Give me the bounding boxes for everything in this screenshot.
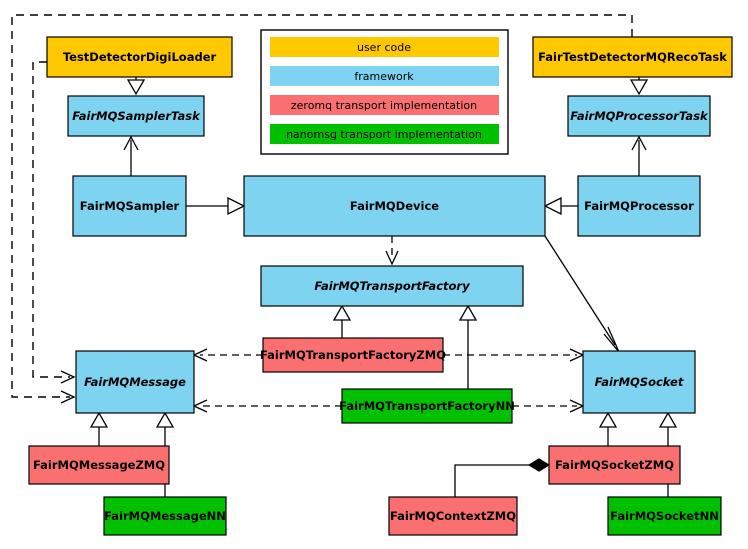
class-label-FairMQTransportFactory: FairMQTransportFactory <box>314 279 470 293</box>
legend-swatch-nanomsg <box>270 124 499 144</box>
class-node-FairTestDetectorMQRecoTask[interactable]: FairTestDetectorMQRecoTask <box>532 36 733 78</box>
legend: user code framework zeromq transport imp… <box>260 29 509 155</box>
class-label-FairMQTransportFactoryNN: FairMQTransportFactoryNN <box>339 399 515 413</box>
class-label-FairMQSocketZMQ: FairMQSocketZMQ <box>555 458 674 472</box>
class-box-FairMQMessageZMQ[interactable] <box>28 445 170 485</box>
class-label-FairMQSamplerTask: FairMQSamplerTask <box>72 109 201 123</box>
legend-swatch-user-code <box>270 37 499 57</box>
class-box-FairMQSocketZMQ[interactable] <box>548 445 681 485</box>
class-label-FairMQMessageZMQ: FairMQMessageZMQ <box>33 458 165 472</box>
class-label-FairMQSocketNN: FairMQSocketNN <box>610 509 719 523</box>
class-box-FairMQMessageNN[interactable] <box>103 496 227 536</box>
class-box-FairMQMessage[interactable] <box>75 350 195 414</box>
edge-processor-device <box>543 196 578 216</box>
class-box-FairMQProcessorTask[interactable] <box>567 95 711 137</box>
legend-item-nanomsg: nanomsg transport implementation <box>270 124 499 144</box>
edge-device-transportfactory <box>385 236 399 266</box>
class-label-FairTestDetectorMQRecoTask: FairTestDetectorMQRecoTask <box>538 50 727 64</box>
edge-sampler-device <box>186 196 246 216</box>
legend-label-framework: framework <box>354 70 414 83</box>
class-node-FairMQTransportFactoryNN[interactable]: FairMQTransportFactoryNN <box>339 388 515 424</box>
class-label-FairMQProcessorTask: FairMQProcessorTask <box>570 109 709 123</box>
legend-label-nanomsg: nanomsg transport implementation <box>286 128 482 141</box>
class-box-FairMQDevice[interactable] <box>243 175 546 237</box>
class-label-FairMQSampler: FairMQSampler <box>80 199 180 213</box>
class-label-FairMQDevice: FairMQDevice <box>350 199 439 213</box>
class-box-FairMQSocketNN[interactable] <box>607 496 722 536</box>
legend-label-zeromq: zeromq transport implementation <box>291 99 477 112</box>
edge-socketzmq-socket <box>598 411 618 446</box>
class-node-FairMQSamplerTask[interactable]: FairMQSamplerTask <box>67 95 205 137</box>
legend-item-zeromq: zeromq transport implementation <box>270 95 499 115</box>
class-node-FairMQSampler[interactable]: FairMQSampler <box>72 175 187 237</box>
class-label-FairMQMessage: FairMQMessage <box>84 375 186 389</box>
class-label-FairMQProcessor: FairMQProcessor <box>584 199 694 213</box>
class-box-FairMQTransportFactoryNN[interactable] <box>341 388 513 424</box>
class-label-FairMQContextZMQ: FairMQContextZMQ <box>390 509 516 523</box>
legend-item-framework: framework <box>270 66 499 86</box>
class-node-FairMQSocket[interactable]: FairMQSocket <box>582 350 696 414</box>
class-box-FairMQSocket[interactable] <box>582 350 696 414</box>
class-node-FairMQSocketNN[interactable]: FairMQSocketNN <box>607 496 722 536</box>
class-box-FairMQContextZMQ[interactable] <box>388 496 518 536</box>
class-node-FairMQProcessor[interactable]: FairMQProcessor <box>577 175 701 237</box>
legend-item-user-code: user code <box>270 37 499 57</box>
class-box-FairMQTransportFactory[interactable] <box>260 265 524 307</box>
class-node-FairMQContextZMQ[interactable]: FairMQContextZMQ <box>388 496 518 536</box>
class-nodes: TestDetectorDigiLoader FairTestDetectorMQ… <box>28 36 733 536</box>
class-label-FairMQTransportFactoryZMQ: FairMQTransportFactoryZMQ <box>260 348 446 362</box>
class-node-FairMQMessageZMQ[interactable]: FairMQMessageZMQ <box>28 445 170 485</box>
class-box-FairMQSamplerTask[interactable] <box>67 95 205 137</box>
class-label-FairMQSocket: FairMQSocket <box>595 375 684 389</box>
legend-label-user-code: user code <box>357 41 411 54</box>
class-node-FairMQSocketZMQ[interactable]: FairMQSocketZMQ <box>548 445 681 485</box>
class-box-TestDetectorDigiLoader[interactable] <box>46 36 233 78</box>
class-node-FairMQTransportFactoryZMQ[interactable]: FairMQTransportFactoryZMQ <box>260 337 446 373</box>
class-node-FairMQMessageNN[interactable]: FairMQMessageNN <box>103 496 227 536</box>
legend-swatch-zeromq <box>270 95 499 115</box>
class-label-TestDetectorDigiLoader: TestDetectorDigiLoader <box>63 50 217 64</box>
class-node-FairMQMessage[interactable]: FairMQMessage <box>75 350 195 414</box>
class-box-FairMQProcessor[interactable] <box>577 175 701 237</box>
edge-messagezmq-message <box>89 411 109 446</box>
edge-recotask-to-message <box>11 14 633 404</box>
class-node-TestDetectorDigiLoader[interactable]: TestDetectorDigiLoader <box>46 36 233 78</box>
legend-swatch-framework <box>270 66 499 86</box>
edge-processor-processortask <box>631 135 647 176</box>
class-node-FairMQTransportFactory[interactable]: FairMQTransportFactory <box>260 265 524 307</box>
class-box-FairMQSampler[interactable] <box>72 175 187 237</box>
class-box-FairTestDetectorMQRecoTask[interactable] <box>532 36 733 78</box>
class-node-FairMQDevice[interactable]: FairMQDevice <box>243 175 546 237</box>
class-label-FairMQMessageNN: FairMQMessageNN <box>104 509 226 523</box>
edge-digiloader-to-message <box>32 61 76 384</box>
class-box-FairMQTransportFactoryZMQ[interactable] <box>262 337 444 373</box>
edge-tfzmq-transportfactory <box>332 304 352 338</box>
edge-socketzmq-contextzmq <box>454 458 551 497</box>
class-node-FairMQProcessorTask[interactable]: FairMQProcessorTask <box>567 95 711 137</box>
edge-sampler-samplertask <box>123 135 139 176</box>
